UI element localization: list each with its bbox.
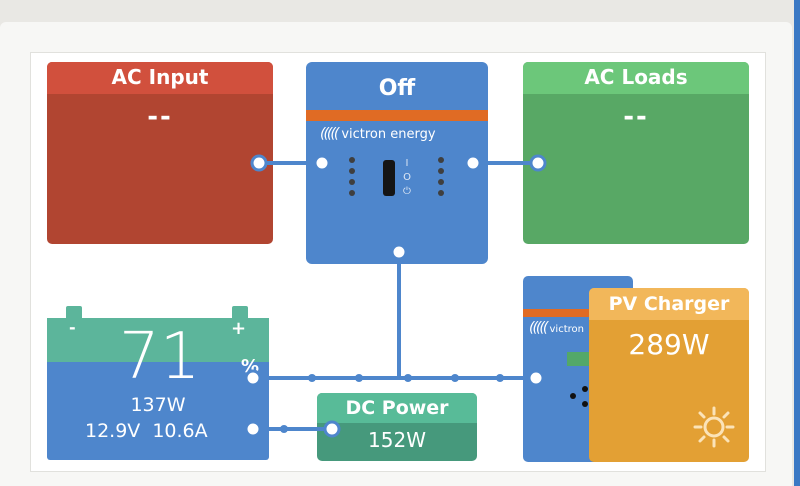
battery-terminal-positive (232, 306, 248, 318)
solar-device-logo: ((((( victron (529, 320, 584, 336)
battery-tile[interactable]: - + 71 % 137W 12.9V 10.6A (47, 318, 269, 460)
ac-loads-value: -- (623, 102, 649, 132)
battery-power: 137W (130, 394, 186, 416)
battery-voltage: 12.9V (85, 420, 141, 442)
switch-on-label: I (405, 158, 409, 169)
battery-terminal-negative (66, 306, 82, 318)
ac-input-tile[interactable]: AC Input -- (47, 62, 273, 244)
solar-device-display (567, 352, 589, 366)
battery-voltage-current: 12.9V 10.6A (85, 420, 220, 442)
sun-icon (693, 406, 735, 448)
battery-plus-sign: + (231, 318, 247, 339)
ac-loads-title: AC Loads (523, 62, 749, 94)
victron-logo-icon: ((((( (529, 320, 548, 336)
power-icon: ⏻ (403, 186, 411, 197)
pv-charger-tile[interactable]: PV Charger 289W (589, 288, 749, 462)
battery-soc-value: 71 (119, 320, 201, 394)
dc-power-title: DC Power (317, 393, 477, 423)
battery-soc-unit: % (241, 356, 260, 377)
solar-device-button (570, 393, 576, 399)
inverter-left-leds (349, 157, 355, 201)
victron-brand-text: victron energy (341, 126, 436, 142)
pv-charger-title: PV Charger (589, 288, 749, 320)
pv-charger-value: 289W (628, 328, 710, 361)
solar-device-button (582, 386, 588, 392)
ac-input-value: -- (147, 102, 173, 132)
battery-charge-level (47, 318, 269, 362)
battery-minus-sign: - (69, 318, 76, 337)
ac-input-title: AC Input (47, 62, 273, 94)
inverter-orange-band (306, 110, 488, 121)
solar-device-orange-band (523, 309, 633, 317)
battery-current: 10.6A (152, 420, 208, 442)
inverter-state: Off (378, 76, 416, 101)
victron-logo: ((((( victron energy (320, 126, 436, 142)
solar-device-button (582, 401, 588, 407)
inverter-mode-switch[interactable] (383, 160, 395, 196)
window-edge (794, 0, 800, 486)
dc-power-tile[interactable]: DC Power 152W (317, 393, 477, 461)
inverter-tile[interactable]: Off ((((( victron energy (306, 62, 488, 264)
solar-device-brand-text: victron (549, 324, 584, 335)
inverter-switch-labels: I O ⏻ (401, 157, 413, 199)
victron-logo-icon: ((((( (320, 126, 339, 142)
dc-power-value: 152W (368, 428, 426, 452)
switch-off-label: O (403, 172, 411, 183)
ac-loads-tile[interactable]: AC Loads -- (523, 62, 749, 244)
inverter-right-leds (438, 157, 444, 201)
